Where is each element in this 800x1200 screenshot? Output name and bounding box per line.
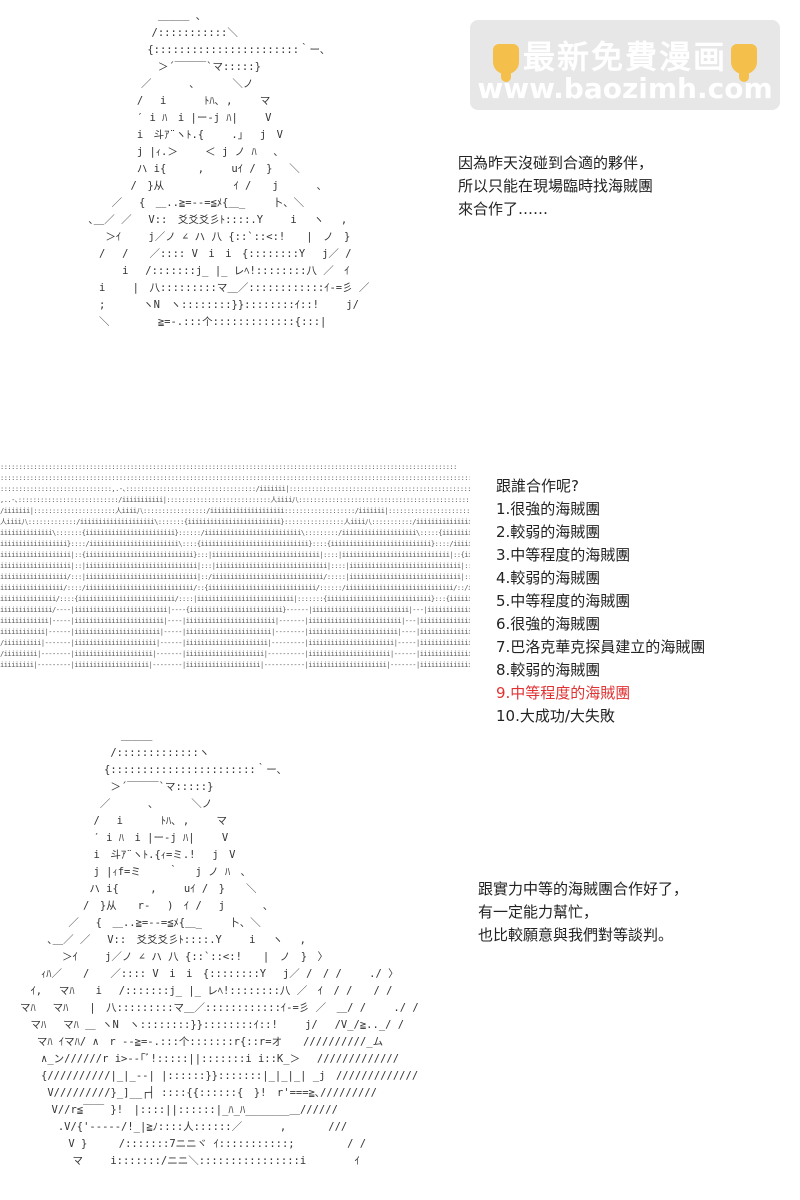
narration-top: 因為昨天沒碰到合適的夥伴， 所以只能在現場臨時找海賊團 來合作了…… bbox=[458, 152, 653, 221]
choice-list: 跟誰合作呢? 1.很強的海賊團 2.較弱的海賊團 3.中等程度的海賊團 4.較弱… bbox=[496, 475, 705, 728]
narration-line: 有一定能力幫忙， bbox=[478, 903, 599, 921]
choice-option-9: 9.中等程度的海賊團 bbox=[496, 684, 631, 702]
narration-line: 來合作了…… bbox=[458, 200, 549, 218]
choice-question: 跟誰合作呢? bbox=[496, 477, 579, 495]
choice-option-10: 10.大成功/大失敗 bbox=[496, 707, 615, 725]
choice-option-5: 5.中等程度的海賊團 bbox=[496, 592, 631, 610]
ascii-art-character-top: ＿＿＿ 、 /:::::::::::＼ {:::::::::::::::::::… bbox=[88, 10, 370, 328]
choice-option-8: 8.較弱的海賊團 bbox=[496, 661, 601, 679]
narration-line: 因為昨天沒碰到合適的夥伴， bbox=[458, 154, 654, 172]
narration-line: 也比較願意與我們對等談判。 bbox=[478, 926, 674, 944]
choice-option-6: 6.很強的海賊團 bbox=[496, 615, 601, 633]
watermark-url: www.baozimh.com bbox=[477, 72, 773, 105]
choice-option-3: 3.中等程度的海賊團 bbox=[496, 546, 631, 564]
ascii-art-crowd: ::::::::::::::::::::::::::::::::::::::::… bbox=[0, 463, 470, 669]
choice-option-4: 4.較弱的海賊團 bbox=[496, 569, 601, 587]
watermark-line1: 最新免費漫画 bbox=[470, 32, 780, 82]
watermark-banner: 最新免費漫画 www.baozimh.com bbox=[470, 20, 780, 110]
pointing-hand-icon bbox=[492, 44, 519, 82]
narration-line: 跟實力中等的海賊團合作好了， bbox=[478, 880, 689, 898]
choice-option-2: 2.較弱的海賊團 bbox=[496, 523, 601, 541]
watermark-title: 最新免費漫画 bbox=[522, 38, 727, 76]
choice-option-1: 1.很強的海賊團 bbox=[496, 500, 601, 518]
choice-option-7: 7.巴洛克華克探員建立的海賊團 bbox=[496, 638, 706, 656]
narration-line: 所以只能在現場臨時找海賊團 bbox=[458, 177, 654, 195]
pointing-hand-icon bbox=[731, 44, 757, 82]
ascii-art-character-bottom: ＿＿＿ /:::::::::::::ヽ {:::::::::::::::::::… bbox=[20, 730, 419, 1167]
narration-bottom: 跟實力中等的海賊團合作好了， 有一定能力幫忙， 也比較願意與我們對等談判。 bbox=[478, 878, 688, 947]
